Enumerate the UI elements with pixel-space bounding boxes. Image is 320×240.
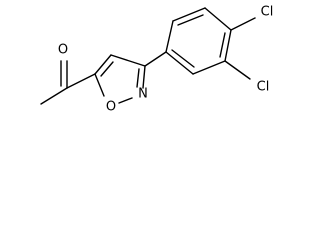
ring-oxygen-label: O bbox=[106, 100, 116, 115]
carbonyl-oxygen-label: O bbox=[58, 43, 68, 58]
chemical-structure-diagram: O O N Cl Cl bbox=[40, 5, 274, 115]
chlorine-top-bond bbox=[230, 17, 256, 31]
ring-bond-c5-c4 bbox=[94, 54, 112, 75]
phenyl-bond-3 bbox=[204, 7, 232, 31]
phenyl-double-bond-2 bbox=[177, 14, 204, 26]
phenyl-bond-5 bbox=[192, 60, 226, 75]
dichlorophenyl-ring bbox=[165, 7, 232, 75]
methyl-bond bbox=[40, 87, 68, 105]
ring-double-bond-c5-c4 bbox=[100, 61, 114, 77]
phenyl-bond-4 bbox=[224, 29, 232, 62]
ring-bond-c4-c3 bbox=[110, 54, 146, 67]
acetyl-to-ring-bond bbox=[66, 73, 96, 89]
ring-double-bond-c3-n bbox=[136, 68, 140, 88]
phenyl-double-bond-6 bbox=[171, 49, 195, 68]
chlorine-middle-label: Cl bbox=[257, 80, 270, 95]
ring-bond-o-c5 bbox=[94, 73, 105, 97]
chlorine-middle-bond bbox=[224, 60, 251, 80]
ring-to-phenyl-bond bbox=[144, 51, 167, 67]
phenyl-double-bond-4 bbox=[219, 32, 226, 58]
phenyl-bond-1 bbox=[165, 20, 174, 53]
ring-bond-n-o bbox=[118, 97, 133, 104]
ring-nitrogen-label: N bbox=[138, 87, 148, 102]
acetyl-group bbox=[40, 60, 96, 105]
isoxazole-ring bbox=[94, 54, 146, 104]
chlorine-top-label: Cl bbox=[261, 5, 274, 20]
ring-bond-c3-n bbox=[142, 65, 146, 89]
phenyl-bond-6 bbox=[165, 51, 194, 75]
phenyl-bond-2 bbox=[172, 7, 206, 22]
